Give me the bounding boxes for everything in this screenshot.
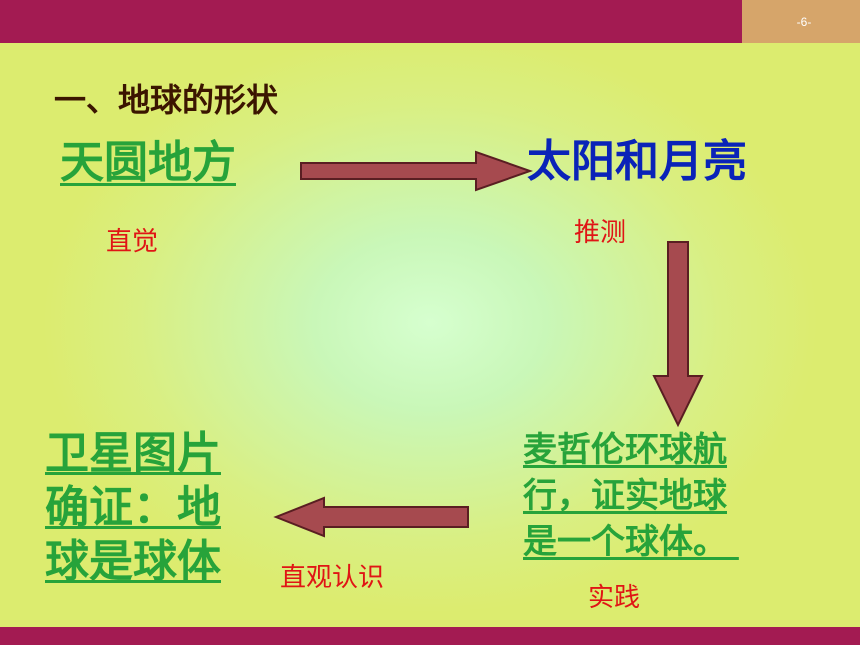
arrow-left-icon — [273, 496, 469, 538]
stage-tianyuan-difang: 天圆地方 — [60, 137, 236, 188]
magellan-line-2: 行，证实地球 — [523, 476, 727, 516]
bottom-bar — [0, 627, 860, 645]
slide-title: 一、地球的形状 — [54, 81, 279, 119]
method-intuition: 直觉 — [106, 227, 159, 257]
stage-satellite: 卫星图片 确证：地 球是球体 — [45, 427, 221, 589]
arrow-down-icon — [652, 241, 704, 428]
arrow-right-icon — [300, 150, 534, 192]
stage-sun-and-moon: 太阳和月亮 — [527, 136, 747, 187]
method-direct-observation: 直观认识 — [280, 563, 385, 593]
page-number: -6- — [742, 0, 860, 43]
method-inference: 推测 — [574, 218, 627, 248]
magellan-line-3: 是一个球体。 — [523, 522, 739, 562]
satellite-line-2: 确证：地 — [45, 482, 221, 533]
satellite-line-3: 球是球体 — [45, 536, 221, 587]
satellite-line-1: 卫星图片 — [45, 428, 221, 479]
top-bar — [0, 0, 860, 43]
magellan-line-1: 麦哲伦环球航 — [523, 430, 727, 470]
method-practice: 实践 — [588, 583, 641, 613]
stage-magellan: 麦哲伦环球航 行，证实地球 是一个球体。 — [523, 427, 739, 565]
